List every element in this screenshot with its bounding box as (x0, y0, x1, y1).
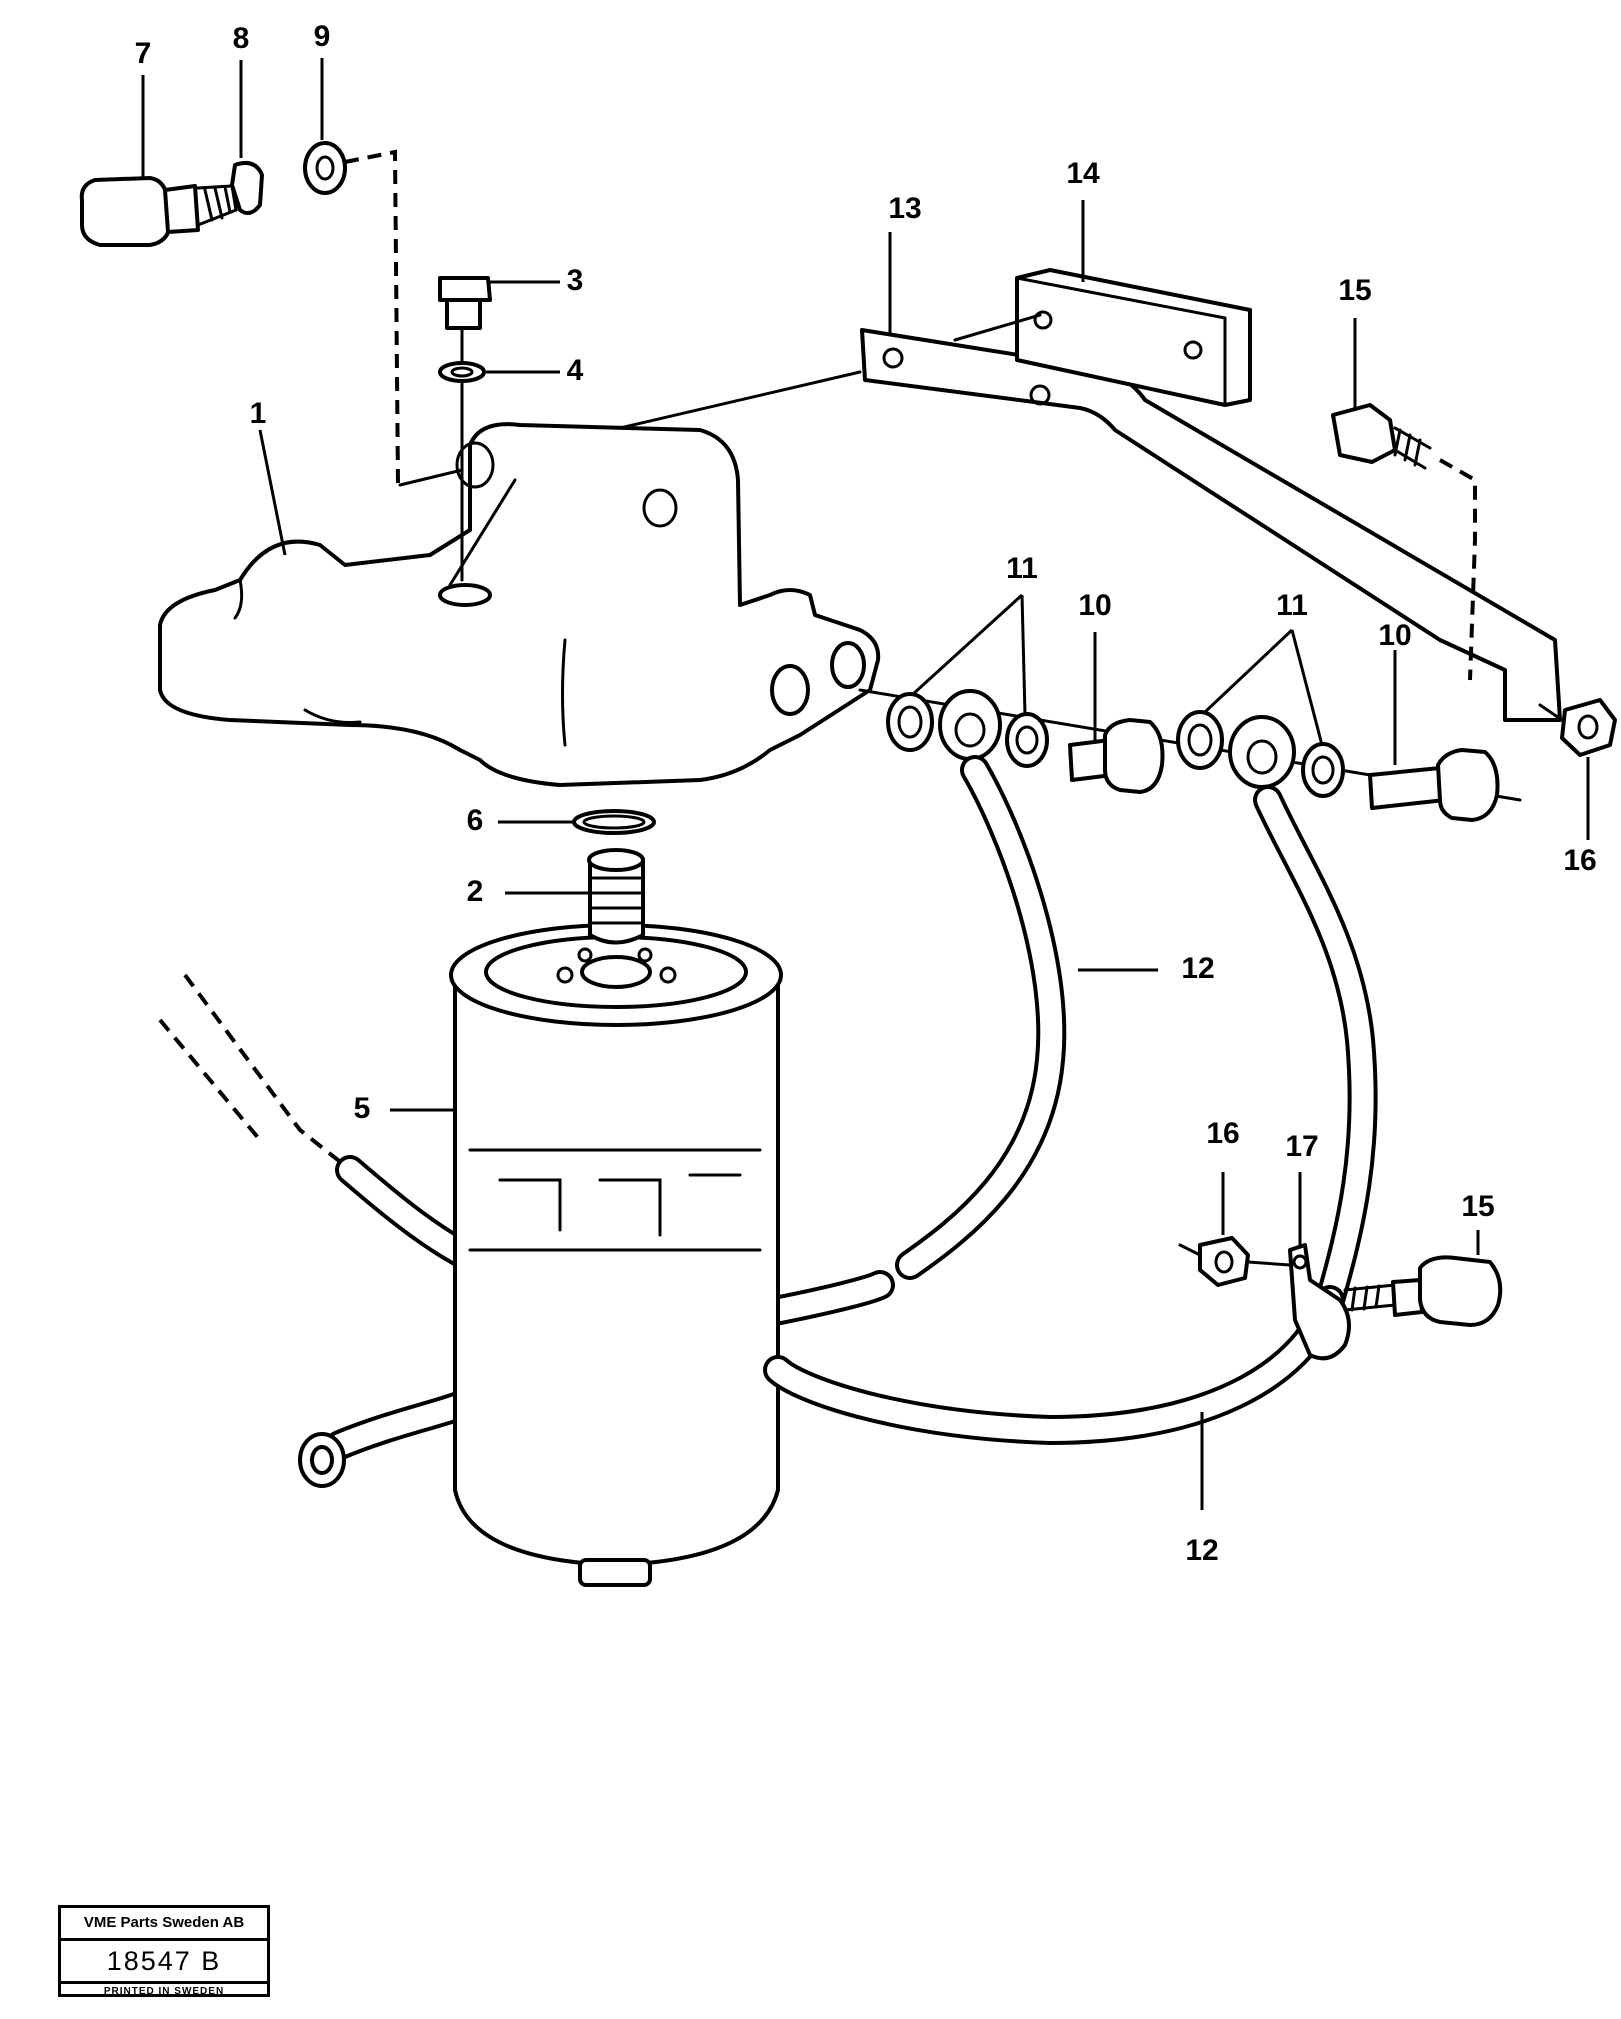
callout-12a: 12 (1181, 952, 1214, 985)
clamp-nut (1178, 1236, 1292, 1287)
lower-feed-hose (298, 1270, 895, 1488)
drawing-number: 18547 B (61, 1941, 267, 1984)
callout-15b: 15 (1461, 1190, 1494, 1223)
banjo-fitting (938, 689, 1002, 761)
flat-washer (303, 141, 347, 195)
callout-3: 3 (567, 264, 584, 297)
mounting-bolt (79, 176, 238, 247)
callout-14: 14 (1066, 157, 1100, 190)
filter-head (158, 422, 881, 787)
callout-10a: 10 (1078, 589, 1111, 622)
callout-4: 4 (567, 354, 584, 387)
oil-hose-left (895, 755, 1067, 1280)
callout-2: 2 (467, 875, 484, 908)
banjo-fitting (1228, 715, 1296, 789)
callout-11b: 11 (1276, 589, 1308, 622)
mounting-plate (953, 268, 1252, 407)
callout-16b: 16 (1206, 1117, 1239, 1150)
bolt-path-line (344, 149, 404, 492)
threaded-nipple (587, 848, 645, 945)
title-company: VME Parts Sweden AB (61, 1908, 267, 1941)
callout-1: 1 (250, 397, 267, 430)
sealing-washer (1005, 712, 1049, 768)
hose-clamp (1288, 1243, 1351, 1361)
callout-7: 7 (135, 37, 152, 70)
callout-labels: 1 2 3 4 5 6 7 8 9 10 10 11 11 12 12 13 1… (135, 20, 1597, 1567)
sealing-washer (1176, 710, 1224, 770)
printed-label: PRINTED IN SWEDEN (103, 1986, 225, 1997)
callout-6: 6 (467, 804, 484, 837)
plug-washer (438, 361, 486, 383)
bracket-bolt (1331, 403, 1432, 470)
banjo-bolt (1368, 748, 1500, 822)
lock-washer (230, 161, 264, 216)
callout-9: 9 (314, 20, 331, 53)
callout-17: 17 (1285, 1130, 1318, 1163)
o-ring (572, 809, 656, 835)
callout-13: 13 (888, 192, 921, 225)
leader-lines (141, 58, 1590, 1510)
callout-15a: 15 (1338, 274, 1371, 307)
bracket-nut (1538, 698, 1617, 757)
title-block: VME Parts Sweden AB 18547 B PRINTED IN S… (58, 1905, 270, 1997)
callout-10b: 10 (1378, 619, 1411, 652)
sealing-washer (1301, 742, 1345, 798)
callout-12b: 12 (1185, 1534, 1218, 1567)
clamp-bolt (1343, 1255, 1503, 1327)
callout-8: 8 (233, 22, 250, 55)
callout-16a: 16 (1563, 844, 1596, 877)
oil-hose-right (763, 785, 1378, 1446)
banjo-bolt (1068, 718, 1165, 794)
sealing-washer (886, 692, 934, 752)
callout-11a: 11 (1006, 552, 1038, 585)
oil-filter-cartridge (449, 923, 783, 1587)
callout-5: 5 (354, 1092, 371, 1125)
